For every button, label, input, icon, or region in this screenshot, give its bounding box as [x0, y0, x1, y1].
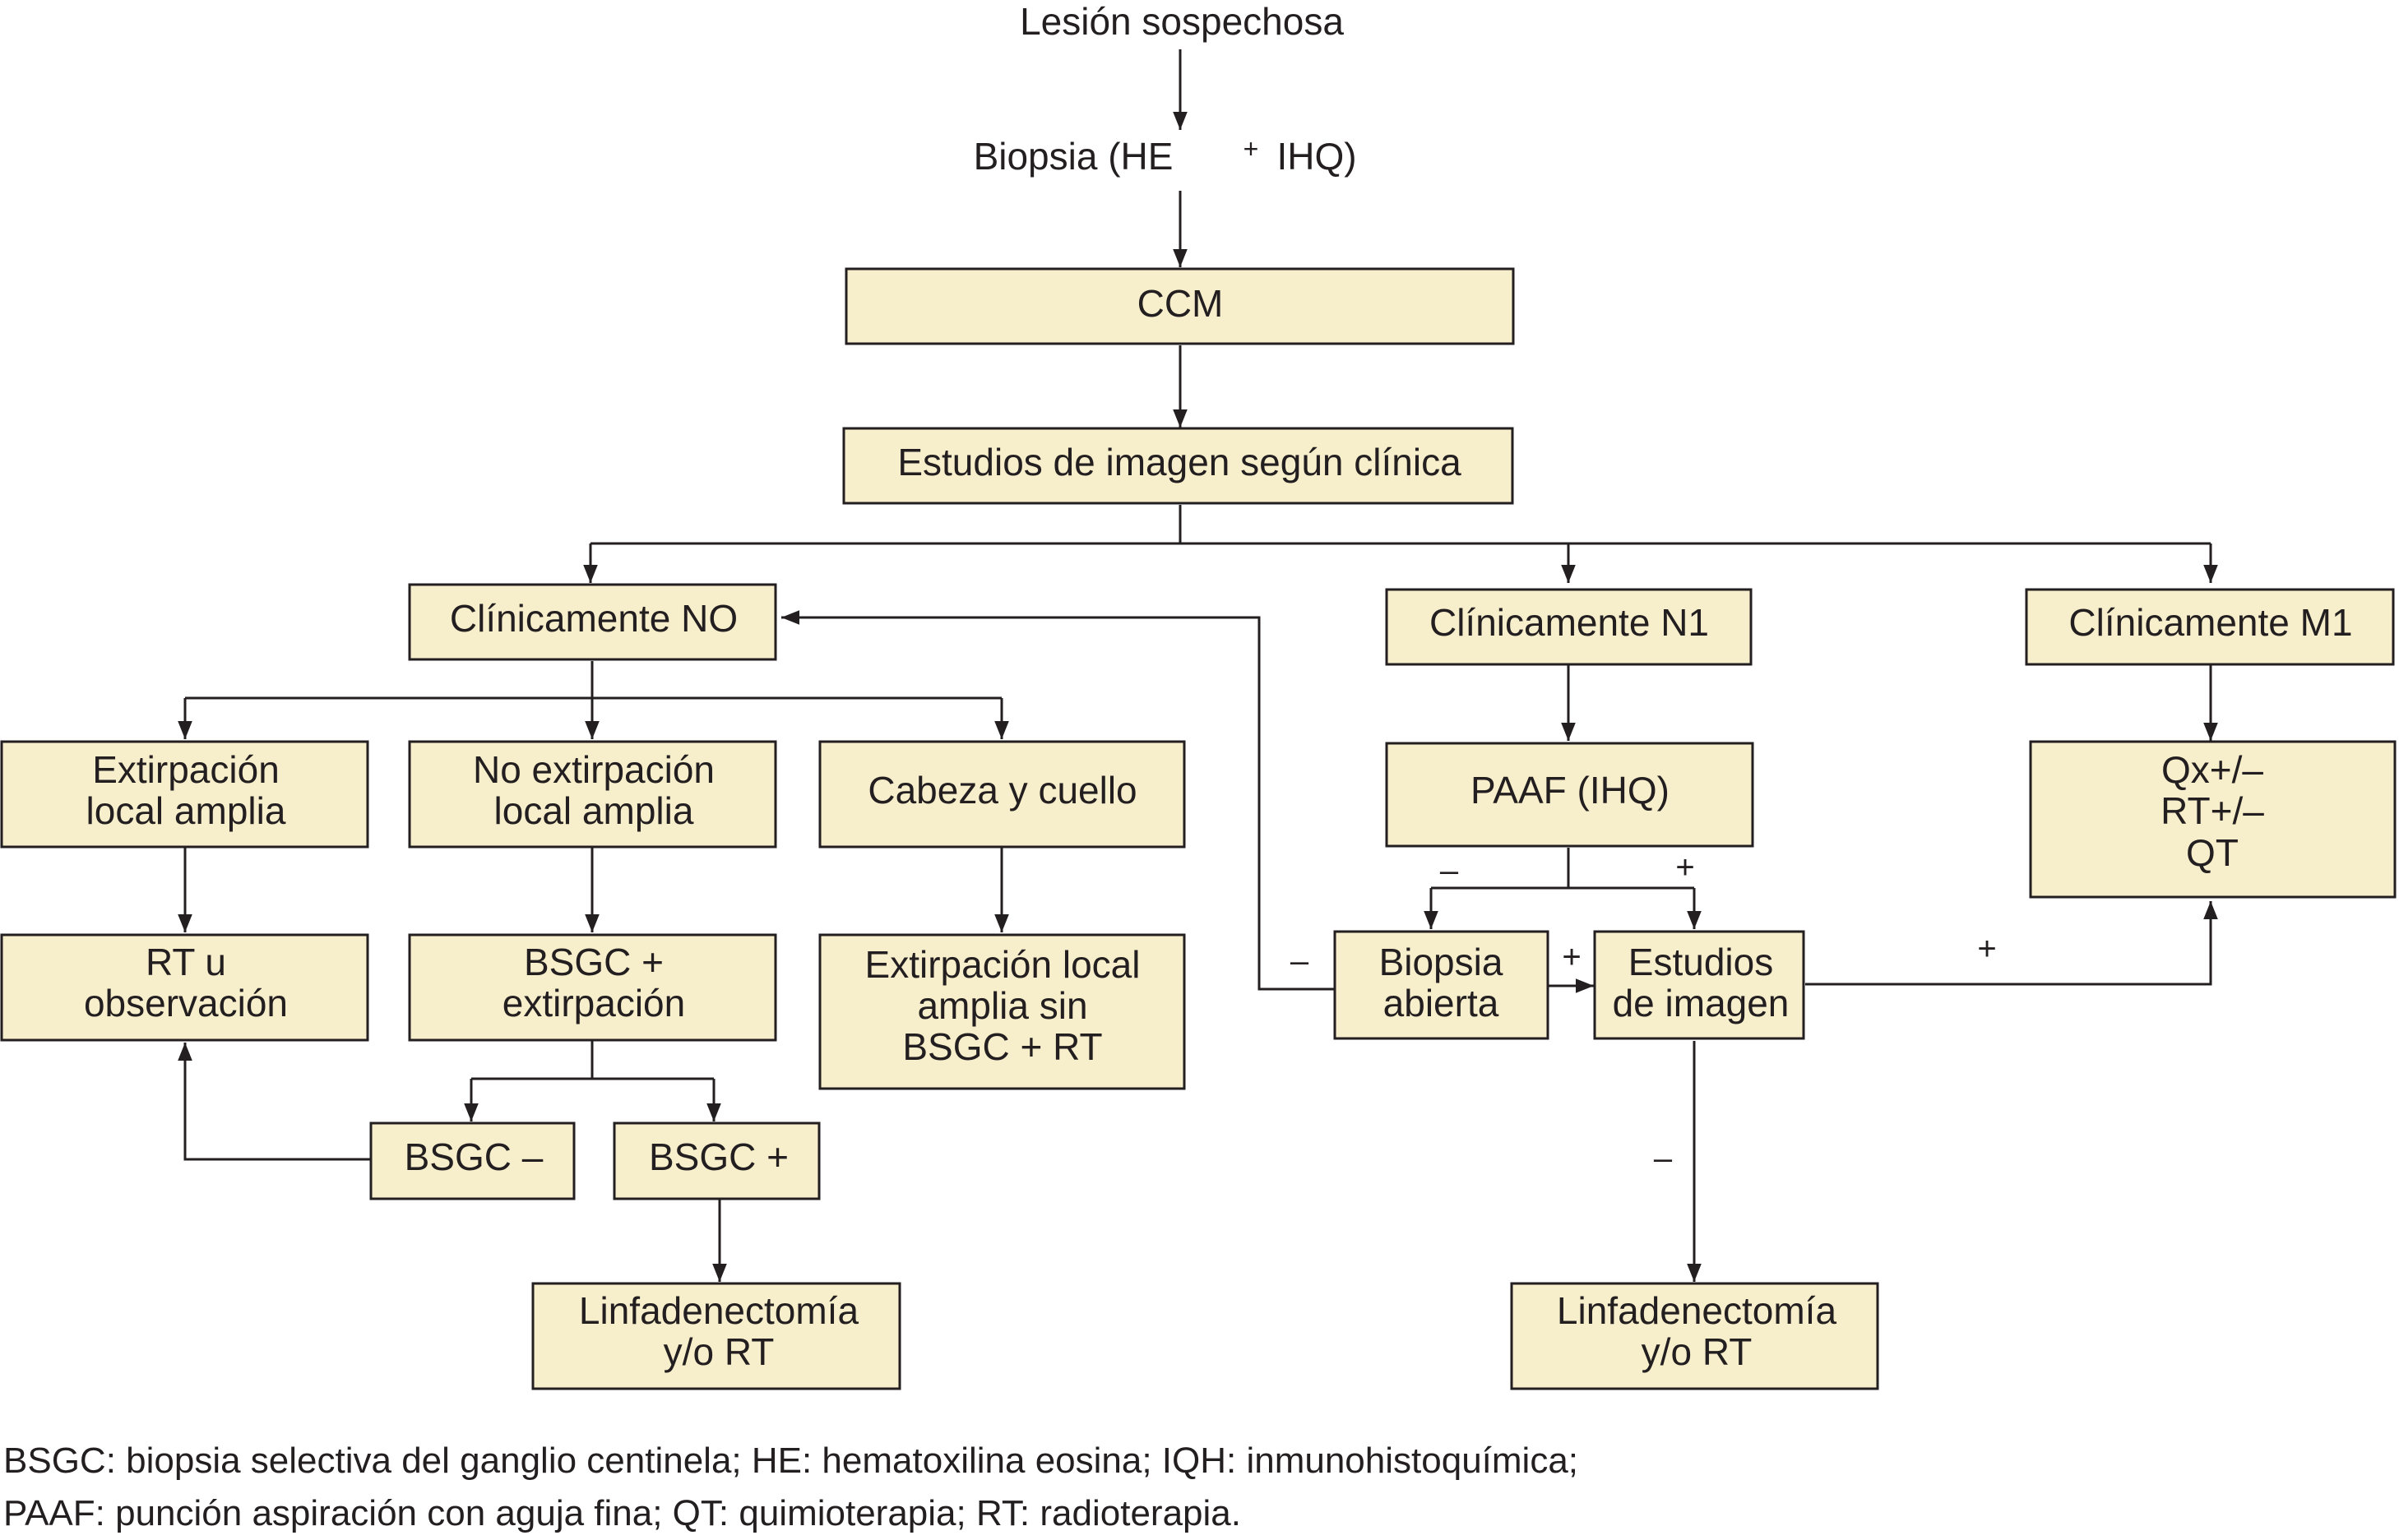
sign-paaf-pos: +: [1675, 849, 1694, 886]
label-ext-sin-3: BSGC + RT: [902, 1025, 1102, 1068]
label-qx-1: Qx+/–: [2161, 748, 2263, 791]
sign-abierta-pos: +: [1562, 939, 1581, 975]
label-extirpacion-1: Extirpación: [92, 748, 280, 791]
node-no-extirpacion: No extirpación local amplia: [408, 740, 777, 849]
node-cabeza-cuello: Cabeza y cuello: [818, 740, 1186, 849]
edge-paaf-split: [1431, 848, 1694, 890]
edge-signs: – + – + + –: [1290, 849, 1997, 1177]
node-estudios-imagen: Estudios de imagen: [1593, 930, 1805, 1040]
box-clinicamente-no: [408, 583, 777, 661]
box-linfadenectomia-left: [531, 1282, 901, 1390]
label-paaf: PAAF (IHQ): [1470, 769, 1670, 812]
node-qx-rt-qt: Qx+/– RT+/– QT: [2029, 740, 2397, 899]
node-linfadenectomia-left: Linfadenectomía y/o RT: [531, 1282, 901, 1390]
label-clinicamente-m1: Clínicamente M1: [2068, 601, 2352, 644]
box-paaf: [1385, 742, 1754, 848]
box-qx-rt-qt: [2029, 740, 2397, 899]
label-linf-left-2: y/o RT: [664, 1330, 775, 1373]
label-bsgc-ext-1: BSGC +: [524, 941, 664, 983]
label-biopsia-abierta-1: Biopsia: [1379, 941, 1503, 983]
label-qx-3: QT: [2186, 831, 2239, 874]
edge-bsgc-split: [471, 1041, 714, 1080]
label-bsgc-ext-2: extirpación: [502, 982, 685, 1024]
box-estudios-imagen: [1593, 930, 1805, 1040]
box-rt-observacion: [0, 933, 369, 1042]
node-extirpacion: Extirpación local amplia: [0, 740, 369, 849]
label-rt-obs-1: RT u: [146, 941, 226, 983]
legend-line-2: PAAF: punción aspiración con aguja fina;…: [3, 1493, 1241, 1533]
node-biopsia: Biopsia (HE + IHQ): [974, 134, 1357, 178]
box-estudios-clinica: [842, 427, 1514, 505]
nodes: Lesión sospechosa Biopsia (HE + IHQ) CCM…: [0, 0, 2397, 1390]
node-biopsia-ihq: IHQ): [1276, 135, 1356, 178]
edge-estudios-qx: [1805, 901, 2218, 986]
node-paaf: PAAF (IHQ): [1385, 742, 1754, 848]
label-cabeza-cuello: Cabeza y cuello: [868, 769, 1137, 812]
edges: [178, 49, 2218, 1282]
label-biopsia-abierta-2: abierta: [1383, 982, 1499, 1024]
node-bsgc-negativo: BSGC –: [369, 1121, 576, 1200]
sign-abierta-neg: –: [1290, 943, 1309, 979]
box-bsgc-negativo: [369, 1121, 576, 1200]
label-rt-obs-2: observación: [84, 982, 288, 1024]
node-bsgc-positivo: BSGC +: [613, 1121, 821, 1200]
label-linf-right-1: Linfadenectomía: [1557, 1289, 1837, 1332]
box-extirpacion: [0, 740, 369, 849]
node-clinicamente-n1: Clínicamente N1: [1385, 588, 1753, 666]
label-no-extirpacion-1: No extirpación: [473, 748, 715, 791]
sign-paaf-neg: –: [1440, 853, 1459, 889]
edge-cl-no-split: [185, 661, 1002, 700]
legend-line-1: BSGC: biopsia selectiva del ganglio cent…: [3, 1441, 1578, 1481]
node-linfadenectomia-right: Linfadenectomía y/o RT: [1510, 1282, 1879, 1390]
label-ccm: CCM: [1137, 282, 1224, 325]
box-bsgc-extirpacion: [408, 933, 777, 1042]
box-no-extirpacion: [408, 740, 777, 849]
box-biopsia-abierta: [1333, 930, 1549, 1040]
label-bsgc-positivo: BSGC +: [649, 1135, 789, 1178]
label-bsgc-negativo: BSGC –: [405, 1135, 544, 1178]
box-clinicamente-n1: [1385, 588, 1753, 666]
box-linfadenectomia-right: [1510, 1282, 1879, 1390]
label-extirpacion-2: local amplia: [86, 789, 286, 832]
node-biopsia-abierta: Biopsia abierta: [1333, 930, 1549, 1040]
label-linf-left-1: Linfadenectomía: [579, 1289, 859, 1332]
node-biopsia-main: Biopsia (HE: [974, 135, 1174, 178]
box-cabeza-cuello: [818, 740, 1186, 849]
sign-estudios-neg: –: [1654, 1140, 1673, 1177]
node-extirpacion-sin-bsgc: Extirpación local amplia sin BSGC + RT: [818, 933, 1186, 1090]
edge-estudios-split: [590, 505, 2211, 545]
box-extirpacion-sin-bsgc: [818, 933, 1186, 1090]
label-clinicamente-n1: Clínicamente N1: [1429, 601, 1709, 644]
node-clinicamente-m1: Clínicamente M1: [2025, 588, 2395, 666]
label-linf-right-2: y/o RT: [1642, 1330, 1753, 1373]
box-bsgc-positivo: [613, 1121, 821, 1200]
edge-abierta-back-no: [781, 610, 1334, 991]
label-ext-sin-1: Extirpación local: [865, 943, 1141, 986]
node-rt-observacion: RT u observación: [0, 933, 369, 1042]
edge-bsgc-neg-rt: [178, 1043, 370, 1161]
node-bsgc-extirpacion: BSGC + extirpación: [408, 933, 777, 1042]
box-ccm: [845, 267, 1515, 345]
label-clinicamente-no: Clínicamente NO: [450, 597, 738, 640]
box-clinicamente-m1: [2025, 588, 2395, 666]
node-biopsia-plus: +: [1243, 134, 1259, 164]
sign-estudios-pos: +: [1977, 931, 1996, 967]
label-qx-2: RT+/–: [2160, 789, 2264, 832]
label-estudios-clinica: Estudios de imagen según clínica: [897, 441, 1461, 483]
label-ext-sin-2: amplia sin: [917, 984, 1087, 1027]
label-estudios-imagen-1: Estudios: [1628, 941, 1773, 983]
label-no-extirpacion-2: local amplia: [494, 789, 694, 832]
node-clinicamente-no: Clínicamente NO: [408, 583, 777, 661]
label-estudios-imagen-2: de imagen: [1613, 982, 1790, 1024]
legend: BSGC: biopsia selectiva del ganglio cent…: [3, 1441, 1578, 1533]
node-ccm: CCM: [845, 267, 1515, 345]
node-lesion-sospechosa: Lesión sospechosa: [1020, 0, 1344, 43]
node-estudios-clinica: Estudios de imagen según clínica: [842, 427, 1514, 505]
